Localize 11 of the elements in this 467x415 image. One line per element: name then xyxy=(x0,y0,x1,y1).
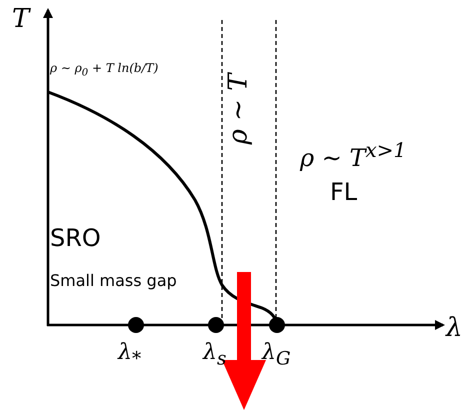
formula-label: ρ ∼ T$^{x>1}$ xyxy=(300,140,406,170)
axis-label: T xyxy=(12,6,30,32)
point-label: λ$_{G}$ xyxy=(262,342,291,369)
point-label: λ$_{*}$ xyxy=(118,342,142,369)
point-label: λ$_{s}$ xyxy=(203,342,226,369)
formula-label: ρ ∼ ρ$_{0}$ + T ln(b/T) xyxy=(50,62,158,78)
formula-label: ρ ∼ T xyxy=(225,74,252,144)
region-label: FL xyxy=(330,180,358,204)
axis-label: λ xyxy=(446,315,462,341)
region-label: Small mass gap xyxy=(50,273,177,289)
region-label: SRO xyxy=(50,226,101,250)
